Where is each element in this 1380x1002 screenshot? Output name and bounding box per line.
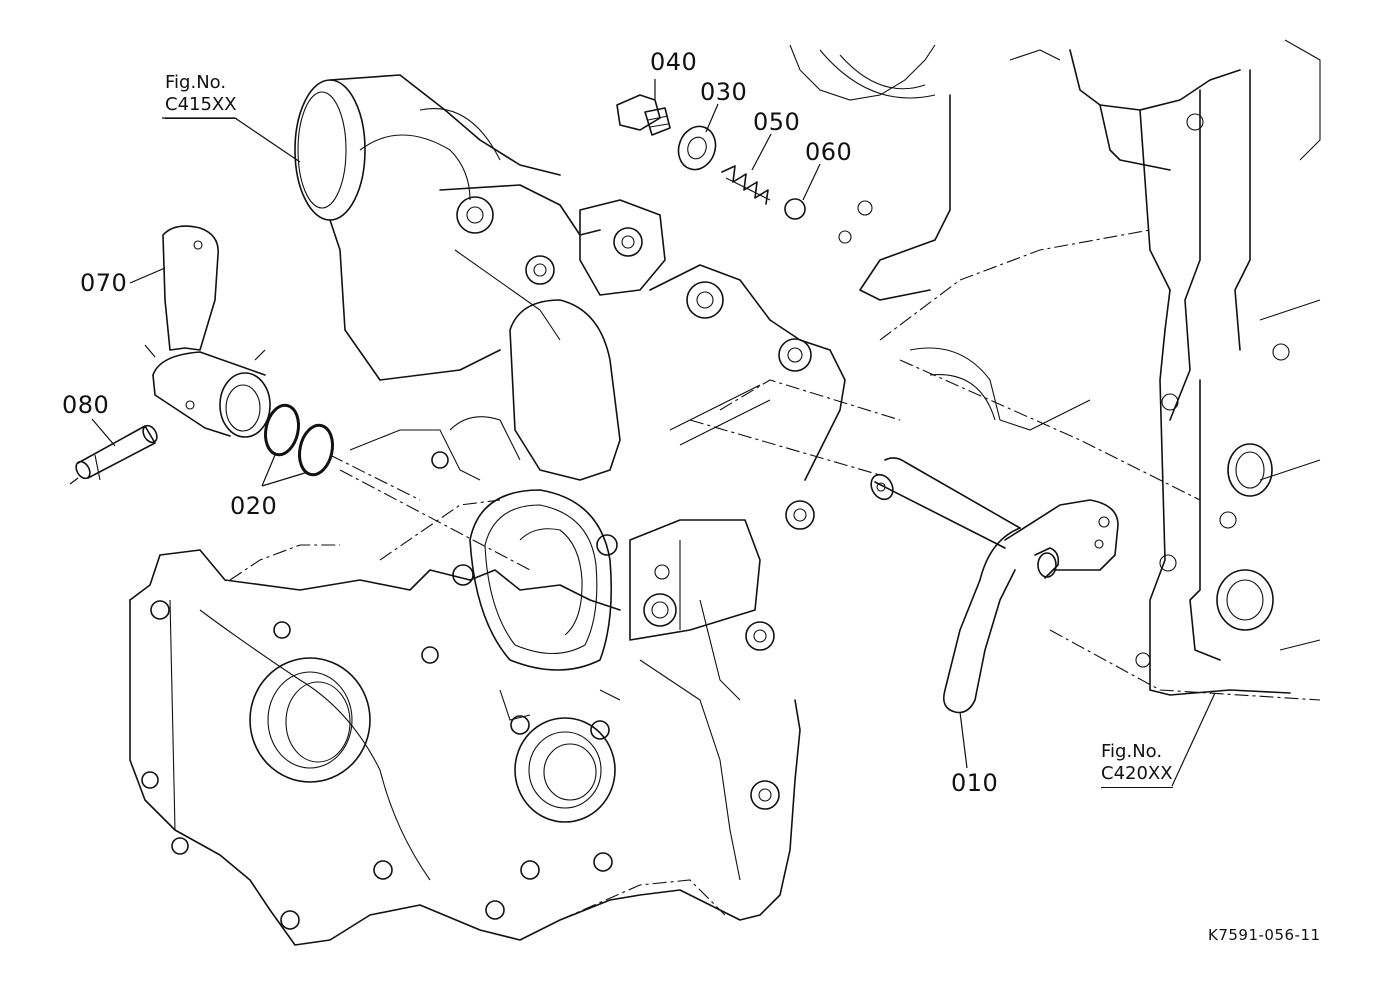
fig-ref-c420xx: Fig.No. C420XX (1101, 741, 1173, 788)
drawing-number: K7591-056-11 (1208, 926, 1321, 944)
part-010-shift-fork (870, 457, 1119, 714)
part-label-020: 020 (230, 492, 278, 520)
part-label-050: 050 (753, 108, 801, 136)
leader-lines (69, 79, 1216, 787)
fig-ref-c415xx: Fig.No. C415XX (165, 72, 237, 119)
front-housing-cylinder (294, 74, 601, 381)
part-label-070: 070 (80, 269, 128, 297)
part-070-lever (152, 225, 271, 438)
part-020-o-rings (264, 403, 334, 477)
fig-ref-title: Fig.No. (165, 72, 227, 93)
part-030-washer (677, 125, 717, 171)
part-label-030: 030 (700, 78, 748, 106)
rear-housing-outline (789, 39, 1321, 701)
assembly-axis-line (329, 419, 881, 571)
part-050-spring (721, 165, 771, 205)
part-label-040: 040 (650, 48, 698, 76)
fig-ref-title: Fig.No. (1101, 741, 1163, 762)
part-label-060: 060 (805, 138, 853, 166)
part-080-pin (75, 424, 158, 481)
part-label-080: 080 (62, 391, 110, 419)
fig-ref-code: C415XX (165, 94, 237, 119)
part-label-010: 010 (951, 769, 999, 797)
fig-ref-code: C420XX (1101, 763, 1173, 788)
transmission-case (129, 199, 846, 946)
part-040-plug (616, 94, 671, 136)
part-060-ball (784, 198, 806, 220)
assembly-axis-line-2 (719, 379, 901, 421)
